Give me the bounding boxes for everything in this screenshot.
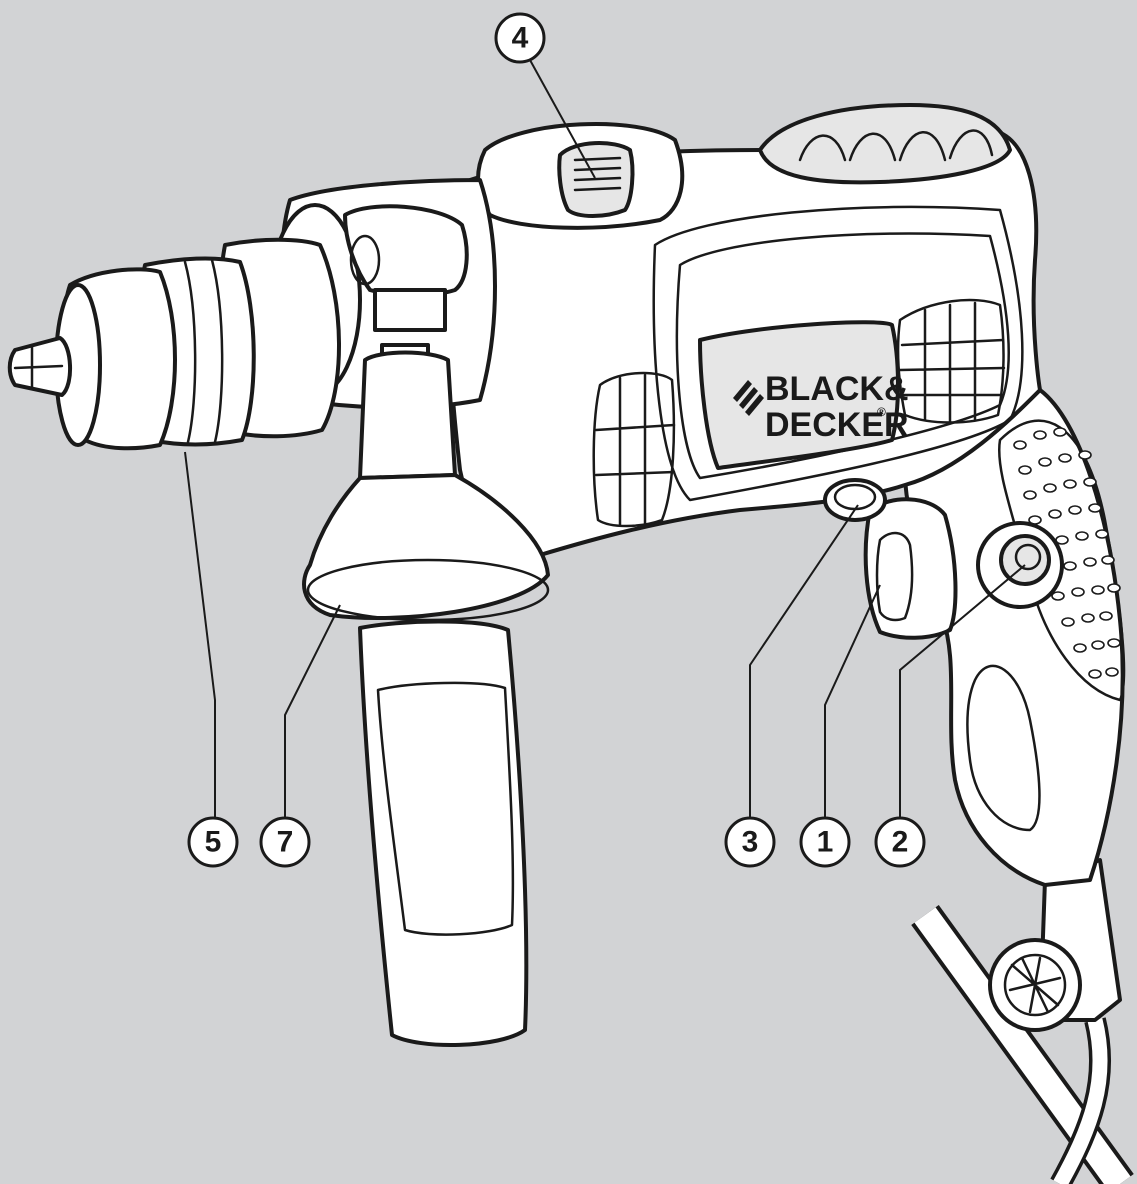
brand-label: BLACK& DECKER ®: [698, 320, 909, 470]
callout-3: 3: [724, 816, 776, 868]
direction-slider: [823, 478, 887, 522]
callout-2-label: 2: [892, 826, 909, 859]
callout-4: 4: [494, 12, 546, 64]
brand-line-1: BLACK&: [765, 370, 909, 408]
trigger-switch: [863, 497, 958, 640]
cord-clip: [988, 858, 1122, 1032]
mode-selector: [476, 122, 685, 230]
leader-lines: [184, 59, 1026, 818]
callout-7-label: 7: [277, 826, 294, 859]
callout-2: 2: [874, 816, 926, 868]
chuck: [7, 237, 341, 451]
callout-5-label: 5: [205, 826, 222, 859]
brand-line-2: DECKER: [765, 406, 909, 444]
power-cord: [911, 905, 1134, 1184]
callout-7: 7: [259, 816, 311, 868]
brand-mark-icon: [733, 380, 764, 416]
side-handle: [302, 343, 550, 1047]
callout-4-label: 4: [512, 22, 529, 55]
callout-5: 5: [187, 816, 239, 868]
brand-registered-mark: ®: [877, 405, 886, 419]
callout-1: 1: [799, 816, 851, 868]
callout-1-label: 1: [817, 826, 834, 859]
callout-3-label: 3: [742, 826, 759, 859]
